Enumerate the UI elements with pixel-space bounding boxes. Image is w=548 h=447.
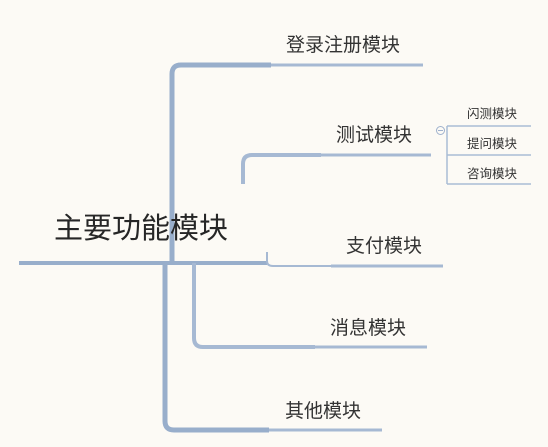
leaf-topic-consult[interactable]: 咨询模块 (467, 166, 518, 181)
collapse-toggle-icon[interactable] (436, 126, 445, 135)
branch-topic-other[interactable]: 其他模块 (285, 400, 362, 422)
branch-topic-login-register[interactable]: 登录注册模块 (286, 34, 401, 56)
leaf-topic-flash-test[interactable]: 闪测模块 (467, 106, 518, 121)
root-topic[interactable]: 主要功能模块 (54, 211, 229, 245)
connector-login-register (169, 62, 271, 263)
connector-testing (241, 153, 321, 184)
branch-topic-payment[interactable]: 支付模块 (346, 235, 423, 257)
leaf-topic-question[interactable]: 提问模块 (467, 136, 518, 151)
branch-topic-testing[interactable]: 测试模块 (336, 124, 413, 146)
connector-payment (266, 252, 331, 267)
connector-other (162, 263, 269, 433)
branch-topic-message[interactable]: 消息模块 (330, 317, 407, 339)
connector-message (192, 263, 315, 349)
